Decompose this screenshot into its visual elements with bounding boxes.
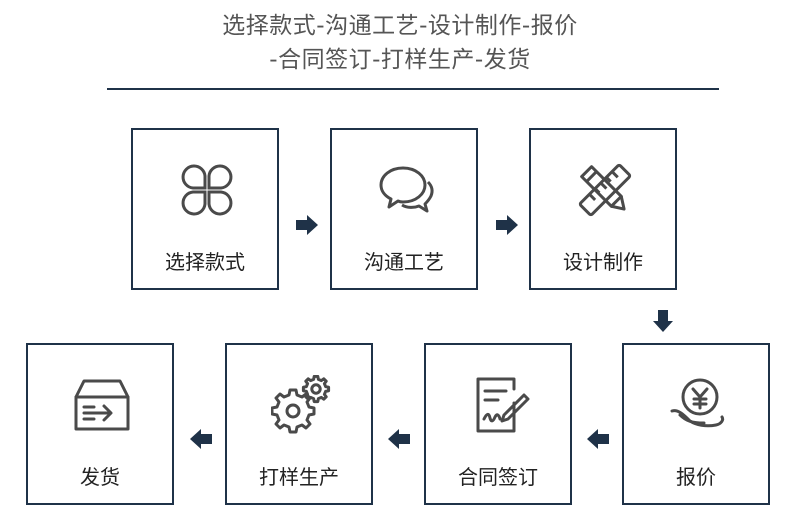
flow-title-line2: -合同签订-打样生产-发货 xyxy=(269,47,531,73)
flow-title-line1: 选择款式-沟通工艺-设计制作-报价 xyxy=(222,13,578,39)
arrow-left-icon xyxy=(188,426,214,452)
step-label: 发货 xyxy=(80,465,120,489)
arrow-down-icon xyxy=(650,308,676,334)
clover-grid-icon xyxy=(177,160,237,220)
step-contract: 合同签订 xyxy=(424,343,572,505)
pencil-ruler-icon xyxy=(575,160,635,220)
step-select-style: 选择款式 xyxy=(131,128,279,290)
step-label: 设计制作 xyxy=(563,250,643,274)
contract-sign-icon xyxy=(470,375,530,435)
step-quote: 报价 xyxy=(622,343,770,505)
chat-bubbles-icon xyxy=(376,160,436,220)
arrow-right-icon xyxy=(294,212,320,238)
arrow-left-icon xyxy=(585,426,611,452)
step-discuss-craft: 沟通工艺 xyxy=(330,128,478,290)
step-sample-production: 打样生产 xyxy=(225,343,373,505)
step-label: 合同签订 xyxy=(458,465,538,489)
arrow-left-icon xyxy=(386,426,412,452)
step-design: 设计制作 xyxy=(529,128,677,290)
arrow-right-icon xyxy=(494,212,520,238)
step-label: 选择款式 xyxy=(165,250,245,274)
step-label: 沟通工艺 xyxy=(364,250,444,274)
shipping-box-icon xyxy=(72,375,132,435)
gears-icon xyxy=(271,375,331,435)
yuan-hand-icon xyxy=(668,375,728,435)
step-label: 报价 xyxy=(676,465,716,489)
step-ship: 发货 xyxy=(26,343,174,505)
step-label: 打样生产 xyxy=(259,465,339,489)
title-divider xyxy=(107,88,719,90)
